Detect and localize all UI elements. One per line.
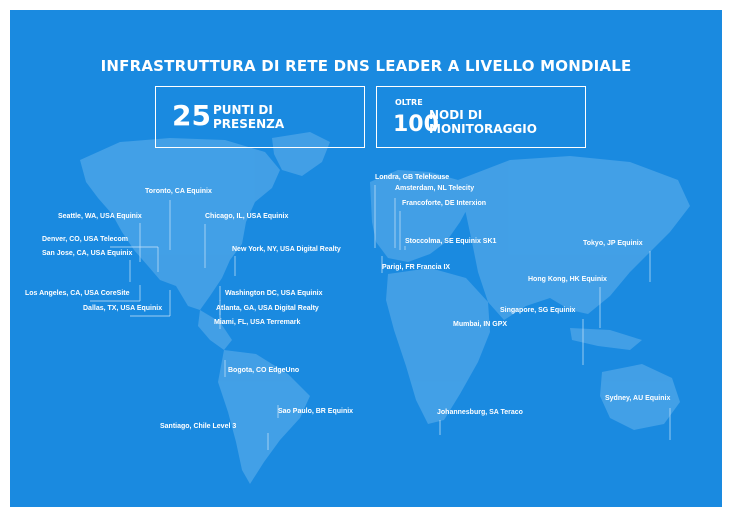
location-label: Johannesburg, SA Teraco [437,409,523,416]
stat-label: NODI DI MONITORAGGIO [429,108,537,136]
location-label: Miami, FL, USA Terremark [214,319,301,326]
location-label: Singapore, SG Equinix [500,307,576,314]
central-america-shape [198,310,232,350]
indonesia-shape [570,328,642,350]
greenland-shape [272,132,330,176]
location-label: Chicago, IL, USA Equinix [205,213,289,220]
north-america-shape [80,138,280,310]
location-label: Mumbai, IN GPX [453,321,508,328]
stat-label-line2: PRESENZA [213,117,285,131]
location-label: New York, NY, USA Digital Realty [232,246,341,253]
asia-shape [458,156,690,320]
location-label: Dallas, TX, USA Equinix [83,305,163,312]
location-label: Denver, CO, USA Telecom [42,236,128,243]
location-label: Sydney, AU Equinix [605,395,671,402]
europe-shape [370,170,472,262]
location-label: Bogota, CO EdgeUno [228,367,300,374]
location-label: Atlanta, GA, USA Digital Realty [216,305,319,312]
location-label: Washington DC, USA Equinix [225,290,323,297]
stat-label: PUNTI DI PRESENZA [213,103,284,131]
stat-number: 25 [172,99,211,132]
stat-label-line1: PUNTI DI [213,103,273,117]
location-label: Londra, GB Telehouse [375,174,450,181]
location-label: Parigi, FR Francia IX [382,264,451,271]
location-label: Los Angeles, CA, USA CoreSite [25,290,130,297]
location-label: Stoccolma, SE Equinix SK1 [405,238,497,245]
location-label: San Jose, CA, USA Equinix [42,250,133,257]
location-label: Sao Paulo, BR Equinix [278,408,354,415]
australia-shape [600,364,680,430]
africa-shape [386,268,490,424]
location-label: Hong Kong, HK Equinix [528,276,607,283]
location-label: Francoforte, DE Interxion [402,200,487,207]
world-map [80,132,690,484]
location-label: Tokyo, JP Equinix [583,240,643,247]
stat-box-points-of-presence: 25 PUNTI DI PRESENZA [155,86,365,148]
location-label: Toronto, CA Equinix [145,188,212,195]
location-label: Amsterdam, NL Telecity [395,185,475,192]
stat-prefix: OLTRE [395,98,423,107]
page-title: INFRASTRUTTURA DI RETE DNS LEADER A LIVE… [100,57,632,75]
leader-lines [90,185,671,450]
map-panel: INFRASTRUTTURA DI RETE DNS LEADER A LIVE… [10,10,722,507]
stat-label-line2: MONITORAGGIO [429,122,537,136]
location-label: Santiago, Chile Level 3 [160,423,237,430]
stat-label-line1: NODI DI [429,108,483,122]
stat-box-monitoring-nodes: OLTRE 100 NODI DI MONITORAGGIO [376,86,586,148]
stat-number: 100 [393,112,439,137]
location-label: Seattle, WA, USA Equinix [58,213,142,220]
south-america-shape [218,350,310,484]
